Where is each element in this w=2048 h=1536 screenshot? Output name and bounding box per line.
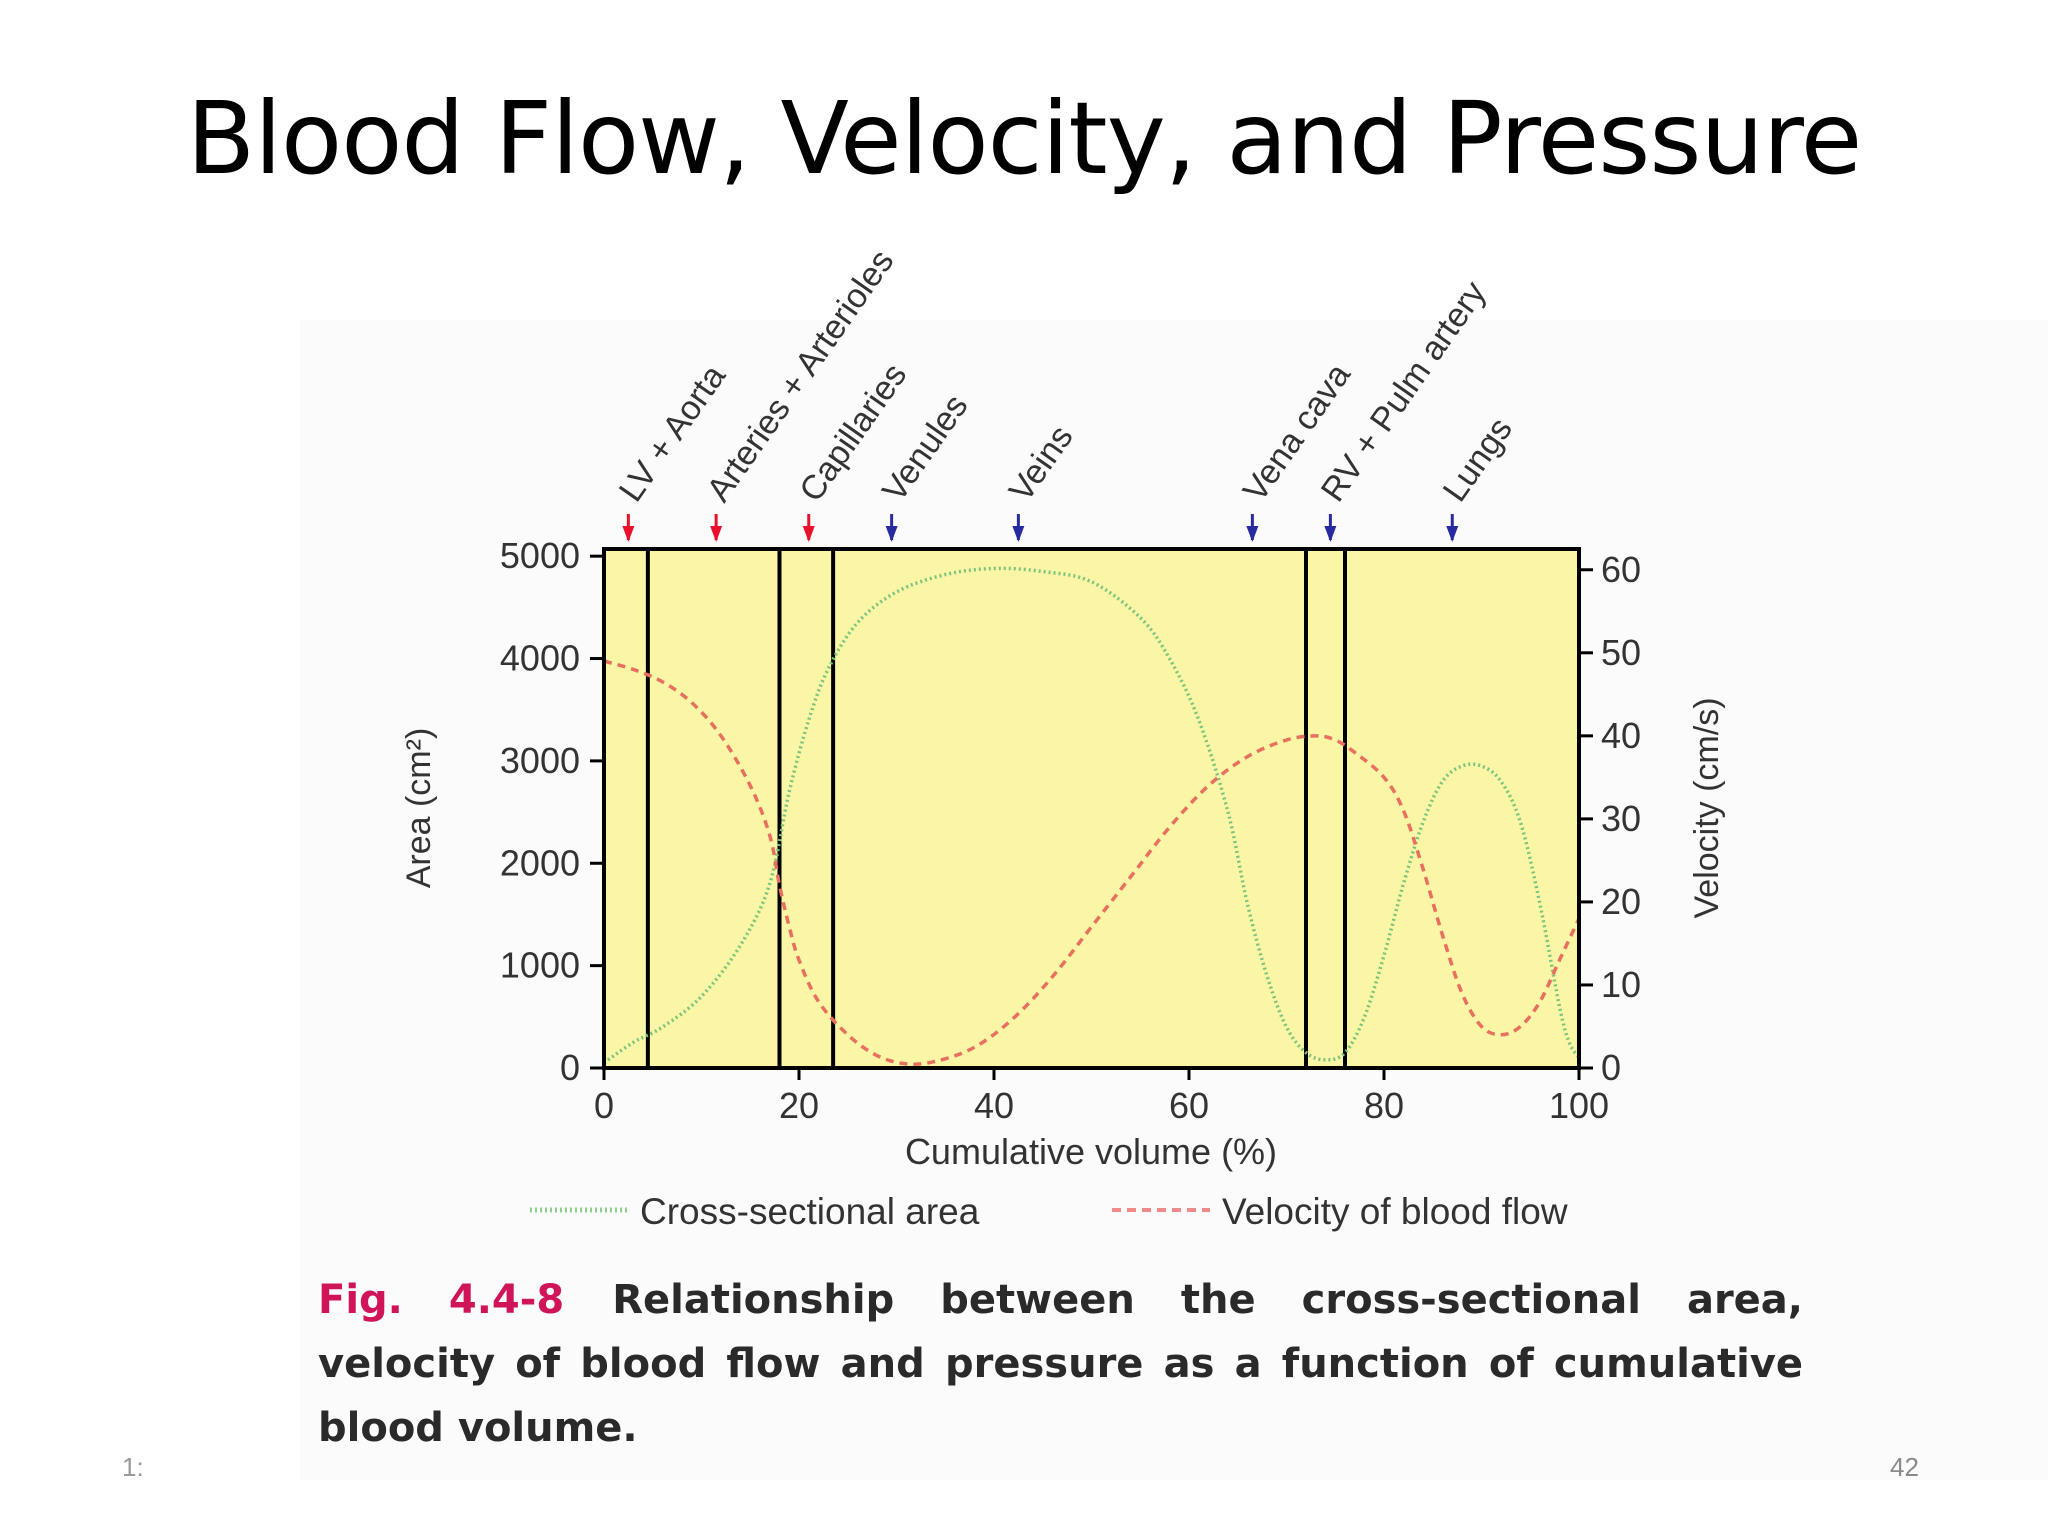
legend-label-velocity: Velocity of blood flow: [1222, 1191, 1568, 1232]
series-group: [602, 566, 1581, 1067]
region-boundaries: [645, 549, 1347, 1068]
x-tick-label-5: 100: [1549, 1085, 1609, 1126]
y-left-tick-label-5: 5000: [500, 535, 580, 576]
marker-arrow-head-4: [1012, 526, 1025, 542]
y-left-tick-label-1: 1000: [500, 945, 580, 986]
y-right-tick-label-2: 20: [1601, 881, 1641, 922]
x-tick-label-3: 60: [1169, 1085, 1209, 1126]
y-left-tick-label-0: 0: [560, 1047, 580, 1088]
y-axis-label-right: Velocity (cm/s): [1688, 697, 1726, 918]
legend: Cross-sectional area Velocity of blood f…: [530, 1191, 1568, 1232]
caption-text: Relationship between the cross-sectional…: [318, 1277, 1803, 1451]
legend-label-area: Cross-sectional area: [640, 1191, 980, 1232]
y-left-tick-label-4: 4000: [500, 638, 580, 679]
x-tick-label-4: 80: [1364, 1085, 1404, 1126]
caption-figure-label: Fig. 4.4-8: [318, 1277, 565, 1323]
y-left-tick-label-3: 3000: [500, 740, 580, 781]
marker-label-7: Lungs: [1436, 411, 1520, 509]
slide-title: Blood Flow, Velocity, and Pressure: [186, 80, 1863, 197]
y-right-tick-label-3: 30: [1601, 798, 1641, 839]
x-tick-label-1: 20: [779, 1085, 819, 1126]
marker-arrow-head-0: [622, 526, 635, 542]
marker-arrow-head-5: [1246, 526, 1259, 542]
x-tick-label-0: 0: [594, 1085, 614, 1126]
x-axis-label: Cumulative volume (%): [905, 1131, 1277, 1172]
y-right-tick-label-0: 0: [1601, 1047, 1621, 1088]
plot-frame: [602, 547, 1581, 1070]
y-right-tick-label-5: 50: [1601, 632, 1641, 673]
marker-arrow-head-2: [802, 526, 815, 542]
series-line-1: [603, 659, 1581, 1067]
marker-arrow-head-6: [1324, 526, 1337, 542]
slide-number: 42: [1890, 1452, 1919, 1482]
marker-arrow-head-3: [885, 526, 898, 542]
marker-label-4: Veins: [1002, 419, 1081, 509]
x-tick-label-2: 40: [974, 1085, 1014, 1126]
y-right-tick-label-6: 60: [1601, 549, 1641, 590]
marker-arrow-head-7: [1446, 526, 1459, 542]
y-left-tick-label-2: 2000: [500, 842, 580, 883]
footer-date: 1:: [122, 1452, 144, 1482]
marker-arrow-head-1: [710, 526, 723, 542]
series-line-0: [602, 566, 1581, 1065]
plot-area: [604, 549, 1579, 1068]
y-right-tick-label-1: 10: [1601, 964, 1641, 1005]
y-right-tick-label-4: 40: [1601, 715, 1641, 756]
y-axis-label-left: Area (cm²): [400, 728, 438, 889]
